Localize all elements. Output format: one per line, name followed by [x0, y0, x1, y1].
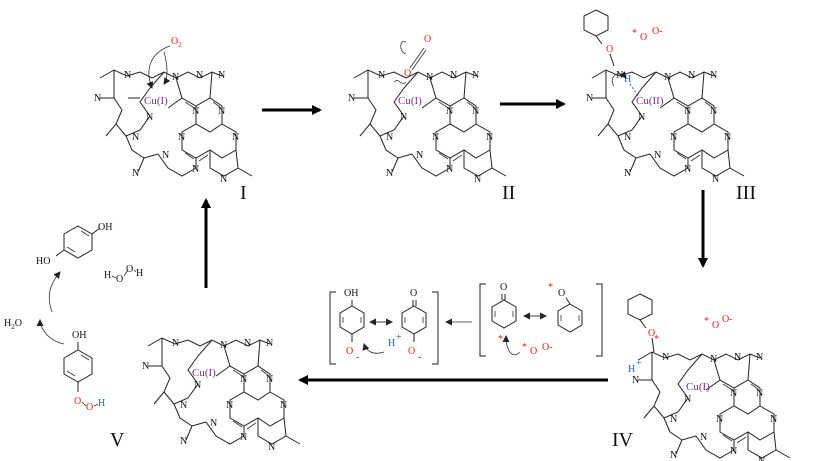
- svg-text:O: O: [74, 396, 81, 407]
- svg-text:OH: OH: [72, 330, 86, 341]
- svg-text:HO: HO: [36, 256, 50, 267]
- svg-text:O: O: [530, 346, 537, 357]
- svg-text:*: *: [704, 316, 709, 327]
- state-label-V: V: [110, 429, 125, 451]
- svg-text:O: O: [712, 320, 719, 331]
- svg-text:O: O: [408, 346, 415, 357]
- hydroperoxy-phenol: OH O O H: [63, 330, 105, 413]
- state-label-II: II: [502, 182, 515, 204]
- state-label-IV: IV: [612, 429, 634, 451]
- svg-text:O: O: [126, 264, 133, 275]
- svg-text:H: H: [628, 364, 635, 375]
- hydroquinone-molecule: OH HO: [36, 222, 112, 267]
- svg-text:H2O: H2O: [4, 318, 22, 331]
- svg-text:O: O: [410, 288, 417, 299]
- svg-text:H: H: [624, 74, 631, 85]
- svg-text:O: O: [640, 32, 647, 43]
- state-label-III: III: [736, 182, 756, 204]
- copper-center-IV: Cu(I): [686, 381, 710, 393]
- svg-text:O: O: [404, 68, 411, 79]
- svg-text:O: O: [500, 282, 507, 293]
- copper-center-II: Cu(I): [398, 95, 422, 107]
- svg-text:H: H: [98, 398, 105, 409]
- hydroquinone-formation-arrow: [48, 271, 61, 313]
- svg-text:H: H: [388, 338, 395, 349]
- hydrogen-peroxide: H O O H: [104, 264, 143, 285]
- svg-text:*: *: [632, 28, 637, 39]
- svg-text:+: +: [636, 358, 642, 369]
- svg-text:O: O: [424, 34, 431, 45]
- water-release-arrow: [36, 319, 65, 345]
- svg-text:O-: O-: [652, 26, 663, 37]
- structure-V: Cu(I): [141, 337, 301, 454]
- structure-III: Cu(II) H O * O O-: [583, 9, 745, 186]
- semiquinone-resonance-panel: OH O - O O - H +: [329, 288, 439, 365]
- svg-text:-: -: [356, 352, 359, 363]
- svg-text:O: O: [346, 346, 353, 357]
- structure-I: Cu(I) O2: [93, 36, 253, 186]
- copper-center-V: Cu(I): [192, 367, 216, 379]
- svg-text:O: O: [648, 328, 655, 339]
- svg-text:*: *: [522, 342, 527, 353]
- svg-text:O-: O-: [722, 314, 733, 325]
- svg-text:*: *: [548, 282, 553, 293]
- svg-text:OH: OH: [344, 288, 358, 299]
- copper-center-III: Cu(II): [636, 95, 664, 107]
- structure-II: Cu(I) O O: [347, 34, 507, 186]
- phenoxy-radical-resonance: O * * O O- * O: [479, 282, 603, 357]
- svg-text:H: H: [104, 270, 111, 281]
- water-label: H2O: [4, 318, 22, 331]
- svg-text:O: O: [116, 274, 123, 285]
- copper-center-I: Cu(I): [144, 95, 168, 107]
- svg-text:OH: OH: [98, 222, 112, 233]
- svg-text:H: H: [136, 268, 143, 279]
- svg-text:O: O: [558, 288, 565, 299]
- svg-text:*: *: [498, 334, 503, 345]
- svg-text:*: *: [654, 334, 659, 345]
- o2-label: O2: [171, 36, 182, 49]
- structure-IV: Cu(I) H + O * * O O-: [627, 293, 791, 461]
- svg-text:O: O: [606, 44, 613, 55]
- svg-text:O-: O-: [542, 342, 553, 353]
- svg-text:-: -: [418, 352, 421, 363]
- state-label-I: I: [240, 182, 247, 204]
- svg-text:O: O: [86, 402, 93, 413]
- svg-text:+: +: [396, 332, 402, 343]
